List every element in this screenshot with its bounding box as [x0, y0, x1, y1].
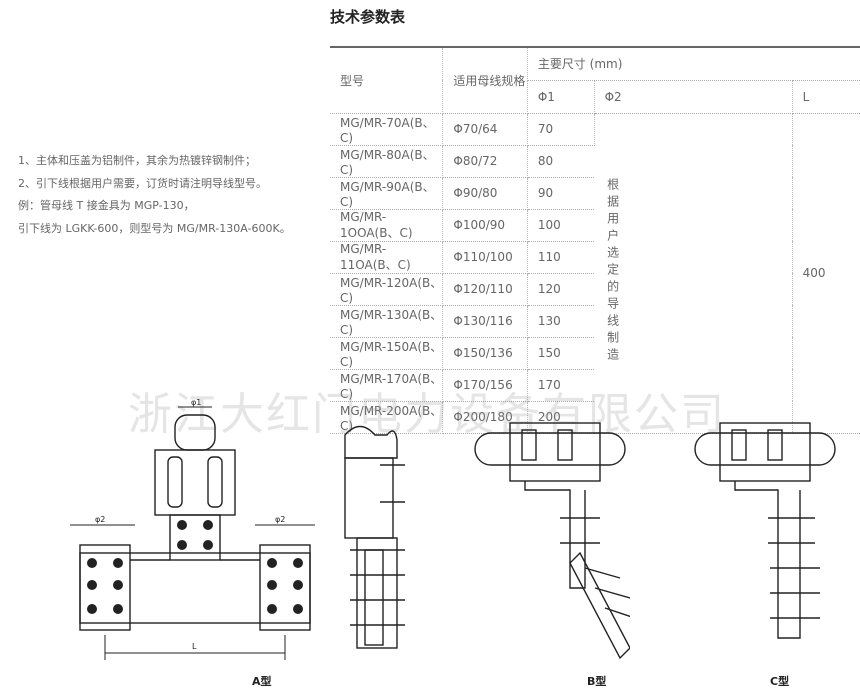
cell-bus-spec: Φ120/110: [442, 273, 528, 306]
cell-model: MG/MR-90A(B、C): [330, 177, 444, 210]
header-dims: 主要尺寸 (mm): [527, 46, 860, 81]
dim-L-label: L: [192, 642, 197, 651]
cell-model: MG/MR-1OOA(B、C): [330, 209, 444, 242]
spec-table: 型号 适用母线规格 主要尺寸 (mm) Φ1 Φ2 L MG/MR-70A(B、…: [330, 46, 860, 434]
cell-L-value: 400: [792, 113, 860, 434]
cell-phi1: 80: [527, 145, 595, 178]
dim-phi1-label: φ1: [191, 398, 201, 407]
cell-phi1: 90: [527, 177, 595, 210]
header-phi1: Φ1: [527, 80, 595, 114]
notes: 1、主体和压盖为铝制件，其余为热镀锌钢制件； 2、引下线根据用户需要，订货时请注…: [18, 150, 318, 240]
cell-model: MG/MR-130A(B、C): [330, 305, 444, 338]
cell-bus-spec: Φ90/80: [442, 177, 528, 210]
dim-phi2-label-left: φ2: [95, 515, 105, 524]
cell-phi2-note: 根据用户选定的导线制造: [594, 113, 793, 434]
diagram-type-c: [694, 422, 836, 639]
cell-model: MG/MR-200A(B、C): [330, 401, 444, 434]
cell-phi1: 100: [527, 209, 595, 242]
caption-type-b: B型: [587, 675, 607, 688]
cell-phi1: 110: [527, 241, 595, 274]
cell-phi1: 70: [527, 113, 595, 146]
cell-phi1: 120: [527, 273, 595, 306]
page-title: 技术参数表: [330, 8, 406, 26]
note-2: 2、引下线根据用户需要，订货时请注明导线型号。: [18, 176, 267, 190]
phi2-note-text: 根据用户选定的导线制造: [605, 178, 620, 365]
header-L: L: [792, 80, 860, 114]
cell-model: MG/MR-11OA(B、C): [330, 241, 444, 274]
caption-type-a: A型: [252, 675, 272, 688]
cell-bus-spec: Φ200/180: [442, 401, 528, 434]
cell-phi1: 170: [527, 369, 595, 402]
header-bus-spec: 适用母线规格: [442, 46, 528, 114]
dim-phi2-label-right: φ2: [275, 515, 285, 524]
diagram-type-b: [474, 422, 630, 660]
note-3: 例：管母线 T 接金具为 MGP-130，: [18, 199, 195, 212]
cell-model: MG/MR-70A(B、C): [330, 113, 444, 146]
note-1: 1、主体和压盖为铝制件，其余为热镀锌钢制件；: [18, 154, 256, 167]
cell-model: MG/MR-150A(B、C): [330, 337, 444, 370]
note-4: 引下线为 LGKK-600，则型号为 MG/MR-130A-600K。: [18, 221, 291, 235]
cell-bus-spec: Φ170/156: [442, 369, 528, 402]
cell-phi1: 130: [527, 305, 595, 338]
cell-bus-spec: Φ80/72: [442, 145, 528, 178]
caption-type-c: C型: [770, 675, 790, 688]
cell-phi1: 200: [527, 401, 595, 434]
cell-model: MG/MR-170A(B、C): [330, 369, 444, 402]
cell-bus-spec: Φ70/64: [442, 113, 528, 146]
cell-model: MG/MR-80A(B、 C): [330, 145, 444, 178]
diagram-type-a-side: [344, 425, 405, 649]
header-model: 型号: [330, 46, 444, 114]
cell-bus-spec: Φ150/136: [442, 337, 528, 370]
cell-bus-spec: Φ100/90: [442, 209, 528, 242]
header-phi2: Φ2: [594, 80, 793, 114]
cell-bus-spec: Φ130/116: [442, 305, 528, 338]
cell-model: MG/MR-120A(B、C): [330, 273, 444, 306]
cell-phi1: 150: [527, 337, 595, 370]
watermark: 浙江大红门电力设备有限公司: [128, 389, 726, 440]
diagram-type-a: φ1 φ2 φ2 L: [70, 398, 315, 660]
cell-bus-spec: Φ110/100: [442, 241, 528, 274]
